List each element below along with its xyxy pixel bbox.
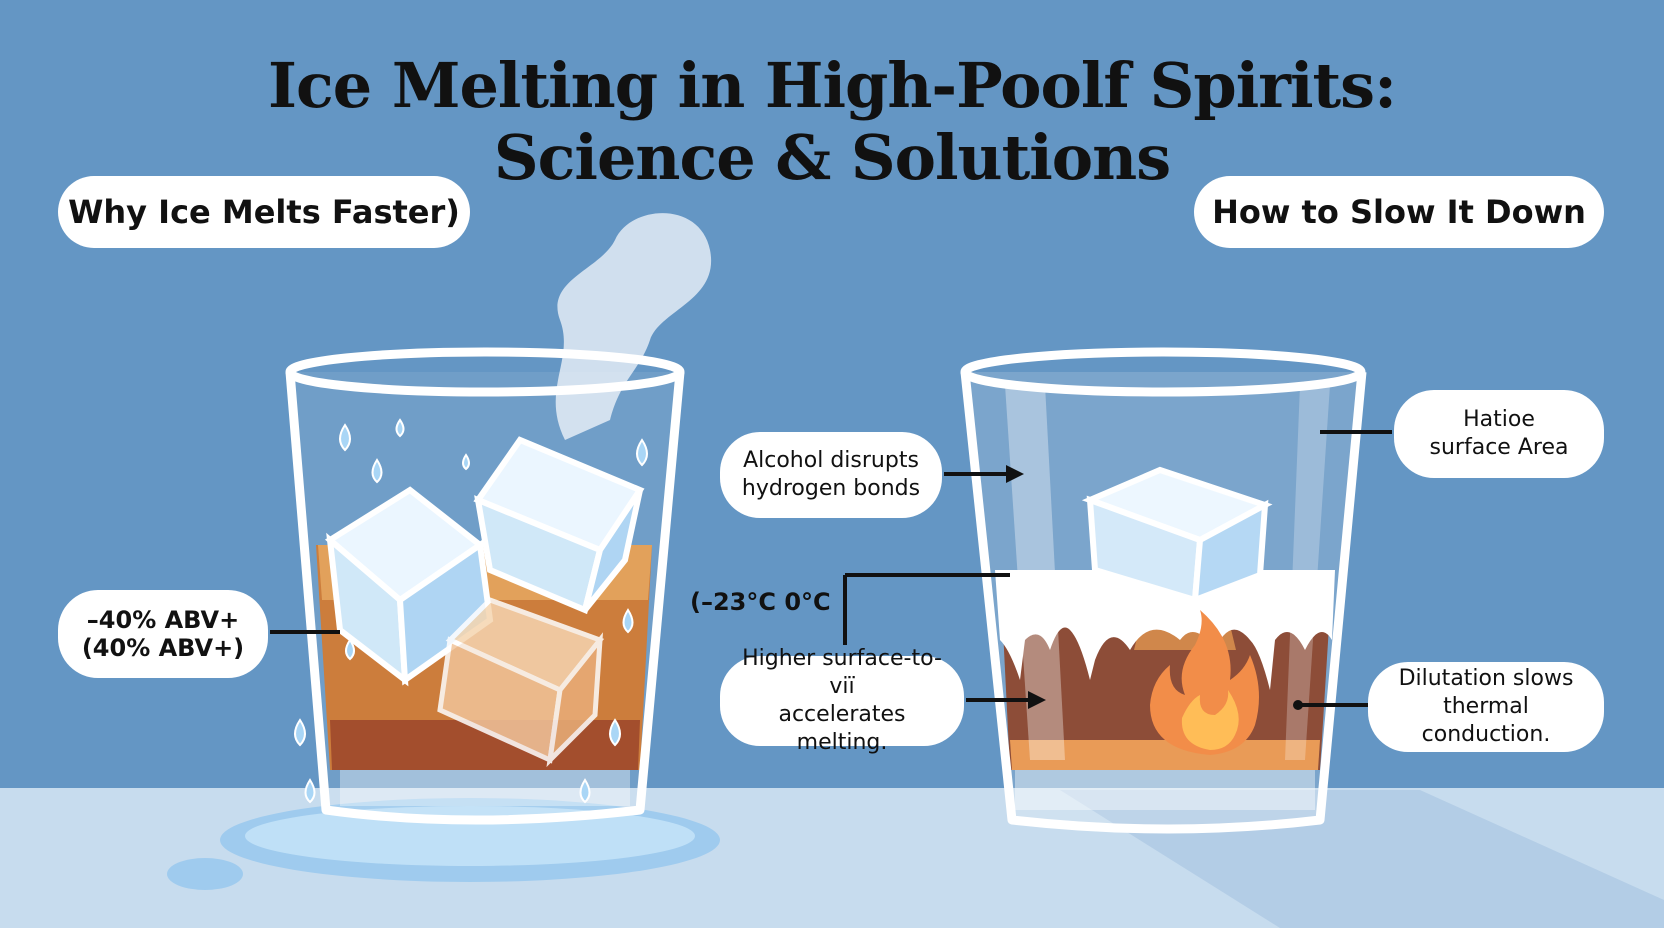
- glass-outline: [285, 371, 685, 825]
- glass-outline: [960, 371, 1367, 834]
- right-glass: [960, 347, 1367, 834]
- title-line-2: Science & Solutions: [493, 121, 1171, 194]
- page-title: Ice Melting in High-Poolf Spirits: Scien…: [0, 50, 1664, 194]
- callout-surface-area: Hatioe surface Area: [1394, 390, 1604, 478]
- steam-icon: [555, 213, 712, 440]
- callout-surface-to-volume: Higher surface-to-viï accelerates meltin…: [720, 646, 964, 755]
- arrow-right-icon: [1006, 465, 1024, 483]
- callout-dilution: Dilutation slows thermal conduction.: [1368, 662, 1604, 752]
- foam-layer: [995, 570, 1335, 690]
- callout-hydrogen-bonds: Alcohol disrupts hydrogen bonds: [720, 432, 942, 518]
- header-why-ice-melts-faster: Why Ice Melts Faster): [58, 176, 470, 248]
- ice-cube-icon: [324, 486, 494, 687]
- ice-cube-icon: [1081, 466, 1273, 605]
- label-temperature: (–23°C 0°C: [690, 588, 831, 616]
- ice-cube-icon: [437, 597, 605, 768]
- header-how-to-slow-it-down: How to Slow It Down: [1194, 176, 1604, 248]
- title-line-1: Ice Melting in High-Poolf Spirits:: [268, 49, 1397, 122]
- callout-abv: –40% ABV+ (40% ABV+): [58, 590, 268, 678]
- left-glass: [167, 347, 720, 890]
- arrow-right-icon: [1028, 691, 1046, 709]
- water-droplet-icon: [294, 418, 648, 804]
- water-droplet-icon: [167, 858, 243, 890]
- ice-cube-icon: [473, 436, 645, 615]
